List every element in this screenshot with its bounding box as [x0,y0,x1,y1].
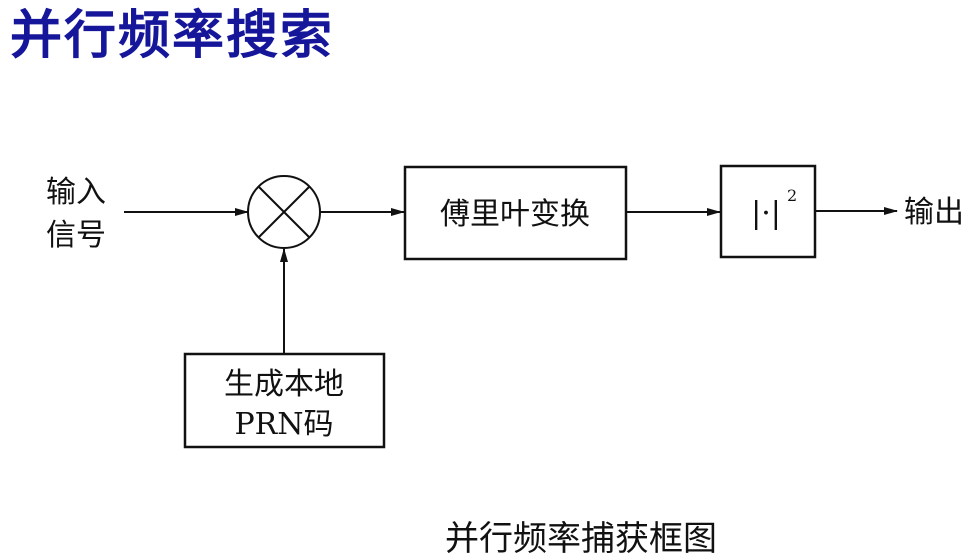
prn-block-label-line1: 生成本地 [224,367,344,402]
mixer-symbol [247,175,321,249]
magnitude-squared-exponent: 2 [787,186,797,205]
output-label: 输出 [904,195,964,230]
magnitude-squared-block [719,164,817,259]
magnitude-squared-label: |·| [751,196,781,231]
slide-title: 并行频率搜索 [10,6,335,66]
diagram-caption: 并行频率捕获框图 [445,519,717,556]
prn-block-label-line2: PRN码 [234,407,333,442]
input-label-line1: 输入 [46,175,106,210]
fft-block-label: 傅里叶变换 [440,197,590,232]
input-label-line2: 信号 [46,218,106,253]
